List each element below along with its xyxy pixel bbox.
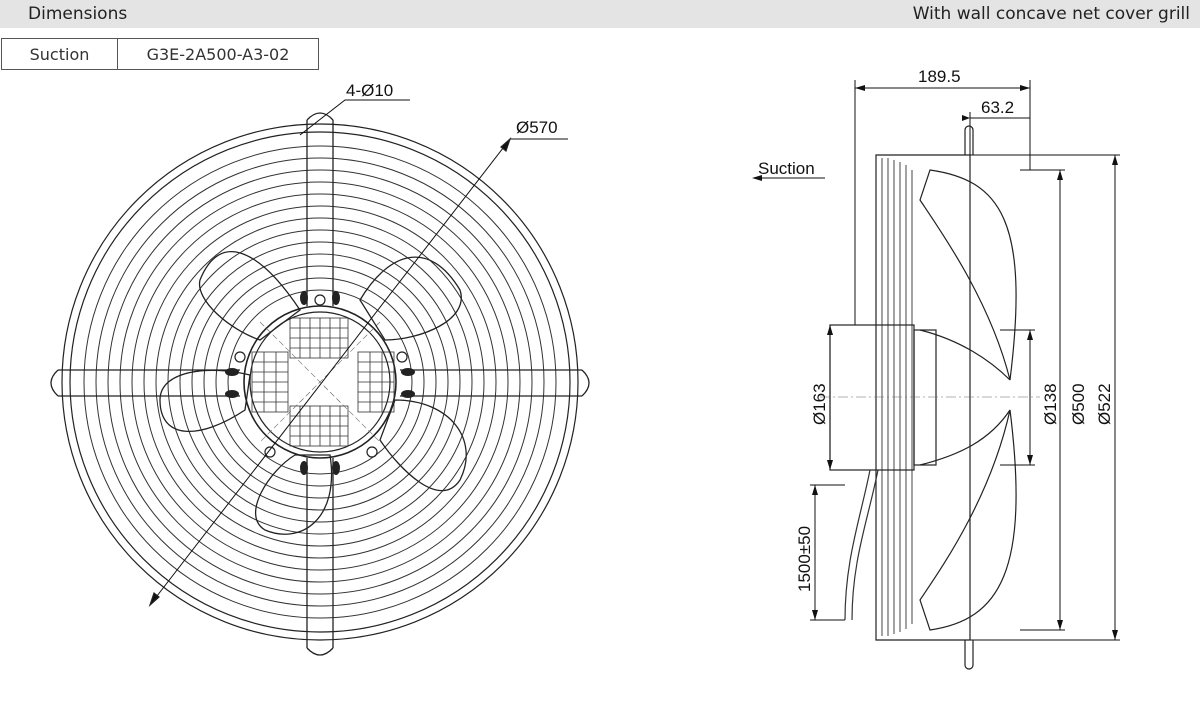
fan-blade bbox=[379, 399, 467, 492]
suction-direction-label: Suction bbox=[758, 159, 815, 178]
hub-dia-label: Ø138 bbox=[1041, 383, 1060, 425]
depth-partial-label: 63.2 bbox=[981, 98, 1014, 117]
mounting-hole bbox=[314, 294, 326, 306]
suction-label-cell: Suction bbox=[1, 38, 118, 70]
outer-dimension-label: Ø570 bbox=[516, 118, 558, 137]
blade-dia-label: Ø500 bbox=[1069, 383, 1088, 425]
info-table: Suction G3E-2A500-A3-02 bbox=[1, 38, 319, 70]
model-number-cell: G3E-2A500-A3-02 bbox=[117, 38, 319, 70]
mounting-hole bbox=[234, 351, 246, 363]
fan-blade bbox=[199, 251, 301, 341]
inner-guard-ring bbox=[69, 131, 571, 633]
cable-length-label: 1500±50 bbox=[795, 526, 814, 592]
header-subtitle: With wall concave net cover grill bbox=[912, 4, 1190, 24]
hole-dimension-label: 4-Ø10 bbox=[346, 81, 393, 100]
motor-dia-label: Ø163 bbox=[810, 383, 829, 425]
motor-hub bbox=[243, 305, 397, 459]
hole-dim-leader bbox=[299, 99, 410, 136]
mounting-hole bbox=[264, 446, 276, 458]
fan-blade-side bbox=[919, 409, 1017, 631]
fan-blade bbox=[359, 256, 462, 341]
motor-body bbox=[829, 324, 915, 471]
outer-guard-ring bbox=[61, 123, 579, 641]
table-row: Suction G3E-2A500-A3-02 bbox=[1, 38, 319, 70]
mounting-hole bbox=[396, 351, 408, 363]
depth-total-label: 189.5 bbox=[918, 67, 961, 86]
header-bar: Dimensions With wall concave net cover g… bbox=[0, 0, 1200, 28]
power-cable bbox=[844, 469, 871, 621]
header-title: Dimensions bbox=[28, 4, 128, 24]
guard-frame bbox=[875, 154, 971, 641]
fan-blade bbox=[254, 454, 333, 535]
mounting-hole bbox=[366, 446, 378, 458]
guard-dia-label: Ø522 bbox=[1095, 383, 1114, 425]
